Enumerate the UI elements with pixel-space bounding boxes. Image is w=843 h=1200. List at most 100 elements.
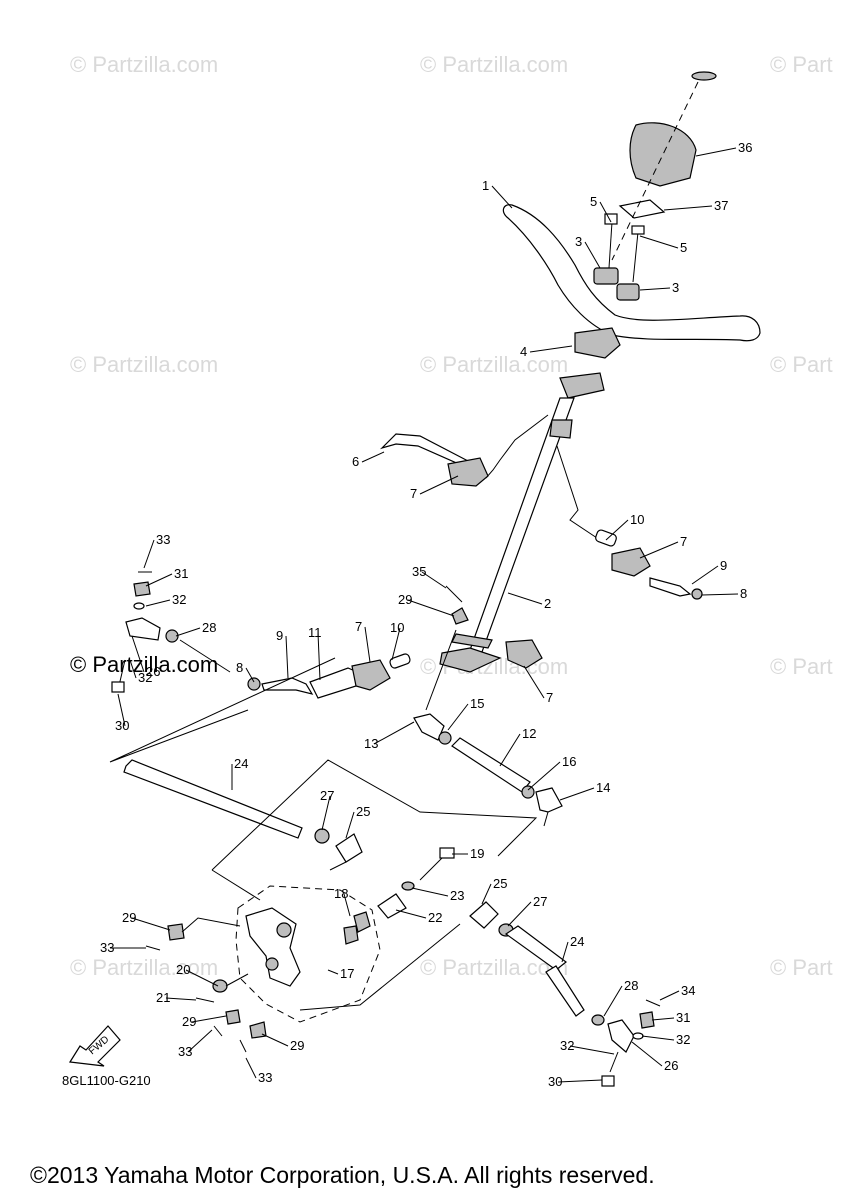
- callout-number[interactable]: 32: [676, 1032, 690, 1047]
- callout-number[interactable]: 4: [520, 344, 527, 359]
- callout-number[interactable]: 20: [176, 962, 190, 977]
- castle-nut: [249, 1021, 267, 1039]
- callout-number[interactable]: 5: [590, 194, 597, 209]
- leader-line: [481, 883, 492, 905]
- guide-line: [179, 639, 231, 673]
- callout-number[interactable]: 31: [676, 1010, 690, 1025]
- nut: [591, 1014, 605, 1026]
- nut: [212, 979, 228, 993]
- callout-number[interactable]: 25: [356, 804, 370, 819]
- callout-number[interactable]: 32: [138, 670, 152, 685]
- cotter-pin: [195, 997, 215, 1003]
- leader-line: [663, 205, 713, 211]
- guide-line: [235, 885, 381, 1023]
- leader-line: [145, 573, 173, 587]
- callout-number[interactable]: 7: [680, 534, 687, 549]
- callout-number[interactable]: 24: [234, 756, 248, 771]
- leader-line: [373, 721, 415, 745]
- nut: [691, 588, 703, 600]
- bushing: [265, 957, 279, 971]
- callout-number[interactable]: 29: [290, 1038, 304, 1053]
- callout-number[interactable]: 30: [548, 1074, 562, 1089]
- callout-number[interactable]: 3: [575, 234, 582, 249]
- callout-number[interactable]: 23: [450, 888, 464, 903]
- callout-number[interactable]: 12: [522, 726, 536, 741]
- callout-number[interactable]: 27: [320, 788, 334, 803]
- tie-rod-end: [125, 617, 161, 641]
- callout-number[interactable]: 28: [624, 978, 638, 993]
- callout-number[interactable]: 36: [738, 140, 752, 155]
- callout-number[interactable]: 32: [560, 1038, 574, 1053]
- callout-number[interactable]: 29: [398, 592, 412, 607]
- callout-number[interactable]: 33: [258, 1070, 272, 1085]
- leader-line: [695, 147, 737, 157]
- tie-rod-end: [469, 901, 499, 929]
- callout-number[interactable]: 2: [544, 596, 551, 611]
- watermark: © Part: [770, 955, 833, 980]
- callout-number[interactable]: 3: [672, 280, 679, 295]
- callout-number[interactable]: 7: [410, 486, 417, 501]
- callout-number[interactable]: 24: [570, 934, 584, 949]
- callout-number[interactable]: 32: [172, 592, 186, 607]
- callout-number[interactable]: 34: [681, 983, 695, 998]
- callout-number[interactable]: 22: [428, 910, 442, 925]
- shaft-clamp: [505, 639, 543, 669]
- watermark: © Partzilla.com: [420, 352, 569, 377]
- callout-number[interactable]: 7: [546, 690, 553, 705]
- guide-line: [425, 629, 457, 711]
- stud: [543, 811, 549, 827]
- callout-number[interactable]: 28: [202, 620, 216, 635]
- callout-number[interactable]: 1: [482, 178, 489, 193]
- callout-number[interactable]: 33: [100, 940, 114, 955]
- callout-number[interactable]: 26: [146, 664, 160, 679]
- bolt-head: [601, 1075, 615, 1087]
- callout-number[interactable]: 31: [174, 566, 188, 581]
- callout-number[interactable]: 15: [470, 696, 484, 711]
- callout-number[interactable]: 8: [740, 586, 747, 601]
- retaining-clip: [691, 71, 717, 81]
- callout-number[interactable]: 9: [720, 558, 727, 573]
- callout-number[interactable]: 8: [236, 660, 243, 675]
- leader-line: [561, 941, 569, 963]
- callout-number[interactable]: 29: [122, 910, 136, 925]
- leader-line: [701, 593, 739, 596]
- leader-line: [187, 1029, 213, 1053]
- callout-number[interactable]: 7: [355, 619, 362, 634]
- callout-number[interactable]: 17: [340, 966, 354, 981]
- bolt-head: [111, 681, 125, 693]
- callout-number[interactable]: 10: [390, 620, 404, 635]
- callout-number[interactable]: 6: [352, 454, 359, 469]
- callout-number[interactable]: 33: [178, 1044, 192, 1059]
- callout-number[interactable]: 14: [596, 780, 610, 795]
- callout-number[interactable]: 37: [714, 198, 728, 213]
- callout-number[interactable]: 9: [276, 628, 283, 643]
- callout-number[interactable]: 19: [470, 846, 484, 861]
- callout-number[interactable]: 11: [308, 625, 322, 640]
- leader-line: [557, 1079, 603, 1083]
- leader-line: [523, 665, 545, 699]
- callout-number[interactable]: 29: [182, 1014, 196, 1029]
- leader-line: [261, 1033, 289, 1047]
- leader-line: [584, 241, 601, 269]
- callout-number[interactable]: 10: [630, 512, 644, 527]
- leader-line: [599, 201, 612, 223]
- callout-number[interactable]: 33: [156, 532, 170, 547]
- shaft-clamp: [611, 547, 651, 577]
- guide-line: [611, 81, 699, 261]
- callout-number[interactable]: 13: [364, 736, 378, 751]
- callout-number[interactable]: 27: [533, 894, 547, 909]
- callout-number[interactable]: 18: [334, 886, 348, 901]
- callout-number[interactable]: 5: [680, 240, 687, 255]
- bolt: [419, 855, 445, 881]
- leader-line: [527, 761, 561, 791]
- cotter-pin: [239, 1039, 247, 1053]
- callout-number[interactable]: 30: [115, 718, 129, 733]
- tie-rod: [123, 759, 303, 839]
- leader-line: [165, 997, 197, 1001]
- callout-number[interactable]: 25: [493, 876, 507, 891]
- watermark: © Partzilla.com: [70, 352, 219, 377]
- callout-number[interactable]: 26: [664, 1058, 678, 1073]
- callout-number[interactable]: 35: [412, 564, 426, 579]
- callout-number[interactable]: 16: [562, 754, 576, 769]
- callout-number[interactable]: 21: [156, 990, 170, 1005]
